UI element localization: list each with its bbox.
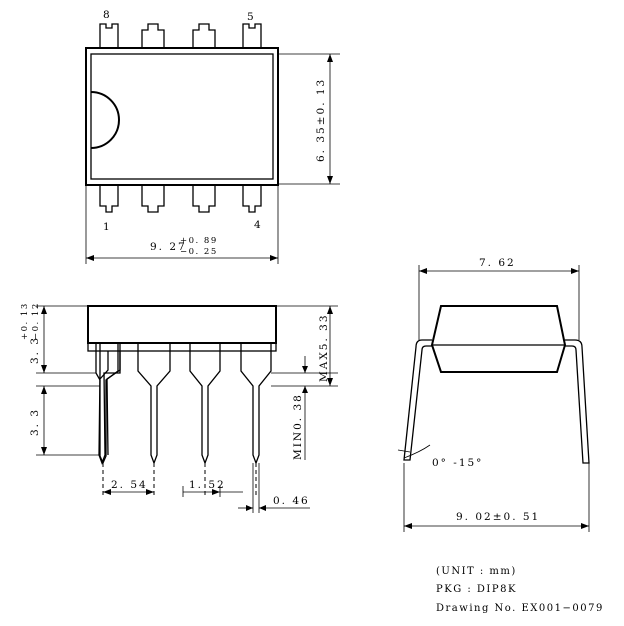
drawing-number: Drawing No. EX001−0079	[436, 603, 604, 614]
front-shoulder-band	[87, 342, 277, 352]
side-body	[430, 305, 567, 373]
top-view: 8 5 1 4 6. 35±0. 13 9. 27 +0. 89 −0. 25	[85, 9, 340, 264]
drawing-notes: (UNIT : mm) PKG : DIP8K Drawing No. EX00…	[436, 566, 604, 614]
max-dim-label: MAX5. 33	[318, 313, 330, 382]
shoulder-dim-label: 1. 52	[189, 479, 226, 491]
package-note: PKG : DIP8K	[436, 584, 517, 595]
height-dimension: 6. 35±0. 13	[278, 53, 340, 185]
bottom-pins	[99, 185, 262, 213]
length-dim-minus: −0. 25	[180, 247, 218, 257]
lead-span-dim-label: 9. 02±0. 51	[456, 511, 540, 523]
height-dim-label: 6. 35±0. 13	[315, 78, 327, 162]
side-lead-left	[403, 339, 432, 461]
pin1-notch	[90, 91, 120, 149]
front-view: 3. 3 +0. 13 −0. 12 3. 3 MAX5. 33 MIN0. 3…	[20, 302, 338, 513]
body-dim-minus: −0. 12	[31, 302, 41, 340]
pin-label-1: 1	[103, 221, 112, 233]
top-pins	[99, 23, 262, 48]
lead-width-dim-label: 0. 46	[273, 495, 310, 507]
pin-label-4: 4	[254, 219, 263, 231]
length-dimension: 9. 27 +0. 89 −0. 25	[85, 185, 279, 264]
row-spacing-dim-label: 7. 62	[479, 257, 516, 269]
lead-dim-label: 3. 3	[29, 408, 41, 436]
min-dim-label: MIN0. 38	[292, 393, 304, 460]
body-dim-base: 3. 3	[29, 336, 41, 364]
side-lead-right	[565, 339, 590, 464]
angle-label: 0° -15°	[432, 457, 483, 469]
unit-note: (UNIT : mm)	[436, 566, 517, 577]
pin-label-8: 8	[103, 9, 112, 21]
package-body-inner	[90, 53, 274, 180]
front-body	[87, 305, 277, 344]
pitch-dim-label: 2. 54	[111, 479, 148, 491]
front-leads	[95, 342, 272, 465]
front-bottom-dimensions: 2. 54 1. 52 0. 46	[103, 463, 310, 513]
body-dim-plus: +0. 13	[20, 302, 30, 340]
side-view: 7. 62 0° -15° 9. 02±0. 51	[397, 257, 590, 532]
front-left-dimensions: 3. 3 +0. 13 −0. 12 3. 3	[20, 302, 100, 456]
lead-centerlines	[102, 463, 257, 497]
length-dim-base: 9. 27	[150, 241, 187, 253]
pin-label-5: 5	[247, 11, 256, 23]
package-body-outer	[85, 47, 279, 186]
length-dim-plus: +0. 89	[180, 236, 218, 246]
front-right-dimensions: MAX5. 33 MIN0. 38	[271, 305, 338, 460]
